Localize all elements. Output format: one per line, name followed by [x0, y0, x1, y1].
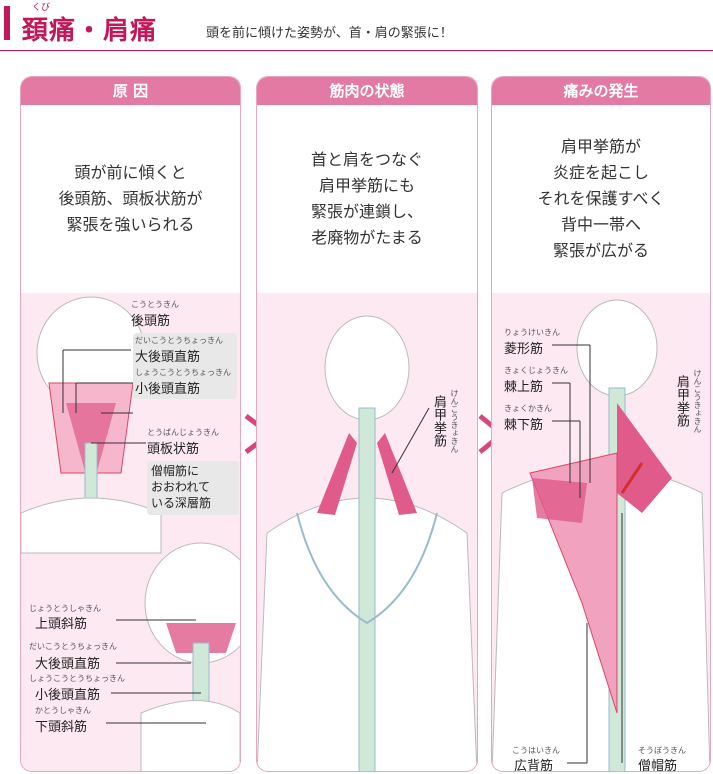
label-furigana: りょうけいきん — [504, 328, 560, 337]
label-splenius: 頭板状筋 — [147, 442, 200, 457]
label-furigana: しょうこうとうちょっきん — [29, 674, 125, 683]
head-shape — [576, 299, 658, 397]
label-rectus-major-lower: 大後頭直筋 — [35, 657, 101, 672]
infraspinatus — [532, 478, 587, 523]
label-furigana: とうばんじょうきん — [147, 428, 219, 437]
illustration-muscle-state: 肩甲挙筋 けんこうきょきん — [257, 293, 477, 771]
label-obliquus-sup: 上頭斜筋 — [35, 617, 88, 632]
label-furigana: きょくじょうきん — [504, 366, 568, 375]
panel-head-muscle-state: 筋肉の状態 — [257, 77, 477, 105]
label-furigana: だいこうとうちょっきん — [29, 642, 117, 651]
shoulders-upper — [21, 497, 162, 554]
ribcage — [296, 512, 438, 625]
back-illustration-svg — [257, 315, 477, 771]
levator-left — [317, 433, 357, 515]
label-furigana: こうとうきん — [131, 300, 179, 309]
label-obliquus-inf: 下頭斜筋 — [35, 720, 88, 735]
levator-right — [377, 433, 417, 515]
label-furigana: しょうこうとうちょっきん — [135, 368, 231, 377]
label-furigana: だいこうとうちょっきん — [135, 336, 223, 345]
page-subtitle: 頭を前に傾けた姿勢が、首・肩の緊張に！ — [206, 26, 453, 41]
label-furigana: けんこうきょきん — [693, 369, 702, 433]
label-furigana: きょくかきん — [504, 404, 552, 413]
label-infraspinatus: 棘下筋 — [504, 418, 544, 433]
back-pain-illustration-svg — [492, 299, 710, 771]
panel-muscle-state: 筋肉の状態 首と肩をつなぐ 肩甲挙筋にも 緊張が連鎖し、 老廃物がたまる 肩甲挙… — [256, 76, 478, 772]
label-furigana: じょうとうしゃきん — [29, 604, 101, 613]
panel-text-muscle-state: 首と肩をつなぐ 肩甲挙筋にも 緊張が連鎖し、 老廃物がたまる — [310, 150, 423, 247]
illustration-pain: りょうけいきん 菱形筋 きょくじょうきん 棘上筋 きょくかきん 棘下筋 肩甲挙筋… — [492, 293, 710, 772]
header-divider — [0, 50, 713, 51]
head-shape — [324, 315, 410, 421]
deep-muscle-box — [133, 333, 237, 399]
label-furigana: けんこうきょきん — [450, 389, 459, 453]
label-trapezius: 僧帽筋 — [638, 759, 678, 772]
suboccipital-lower — [166, 623, 236, 653]
label-rectus-minor: 小後頭直筋 — [135, 382, 201, 397]
label-rectus-major: 大後頭直筋 — [135, 350, 201, 365]
page-title: 頚痛・肩痛 — [22, 16, 158, 46]
inflammation-mark — [620, 462, 644, 494]
label-furigana: そうぼうきん — [638, 746, 686, 755]
panel-cause: 原 因 頭が前に傾くと 後頭筋、頭板状筋が 緊張を強いられる — [20, 76, 241, 772]
panel-text-pain: 肩甲挙筋が 炎症を起こし それを保護すべく 背中一帯へ 緊張が広がる — [537, 137, 665, 260]
illustration-cause: こうとうきん 後頭筋 だいこうとうちょっきん 大後頭直筋 しょうこうとうちょっき… — [21, 293, 240, 771]
label-levator-scapulae: 肩甲挙筋 — [674, 375, 689, 427]
panel-text-cause: 頭が前に傾くと 後頭筋、頭板状筋が 緊張を強いられる — [58, 163, 203, 234]
label-supraspinatus: 棘上筋 — [504, 380, 544, 395]
label-rhomboid: 菱形筋 — [504, 342, 544, 357]
leader-line — [391, 407, 430, 474]
label-furigana: かとうしゃきん — [35, 706, 91, 715]
title-ruby: くび — [32, 3, 51, 13]
spine — [358, 407, 376, 771]
note-trapezius: 僧帽筋に おおわれて いる深層筋 — [147, 461, 239, 515]
trapezius-right — [617, 403, 672, 513]
header: くび 頚痛・肩痛 頭を前に傾けた姿勢が、首・肩の緊張に！ — [0, 0, 713, 48]
label-furigana: こうはいきん — [512, 746, 560, 755]
shoulders-lower — [140, 700, 240, 771]
label-levator-scapulae: 肩甲挙筋 — [431, 395, 446, 447]
panel-head-cause: 原 因 — [21, 77, 240, 105]
panel-head-pain: 痛みの発生 — [492, 77, 710, 105]
label-rectus-minor-lower: 小後頭直筋 — [35, 688, 101, 703]
label-occipital: 後頭筋 — [131, 314, 171, 329]
panel-pain: 痛みの発生 肩甲挙筋が 炎症を起こし それを保護すべく 背中一帯へ 緊張が広がる… — [491, 76, 711, 772]
label-latissimus: 広背筋 — [514, 759, 554, 772]
title-accent-bar — [4, 6, 10, 40]
